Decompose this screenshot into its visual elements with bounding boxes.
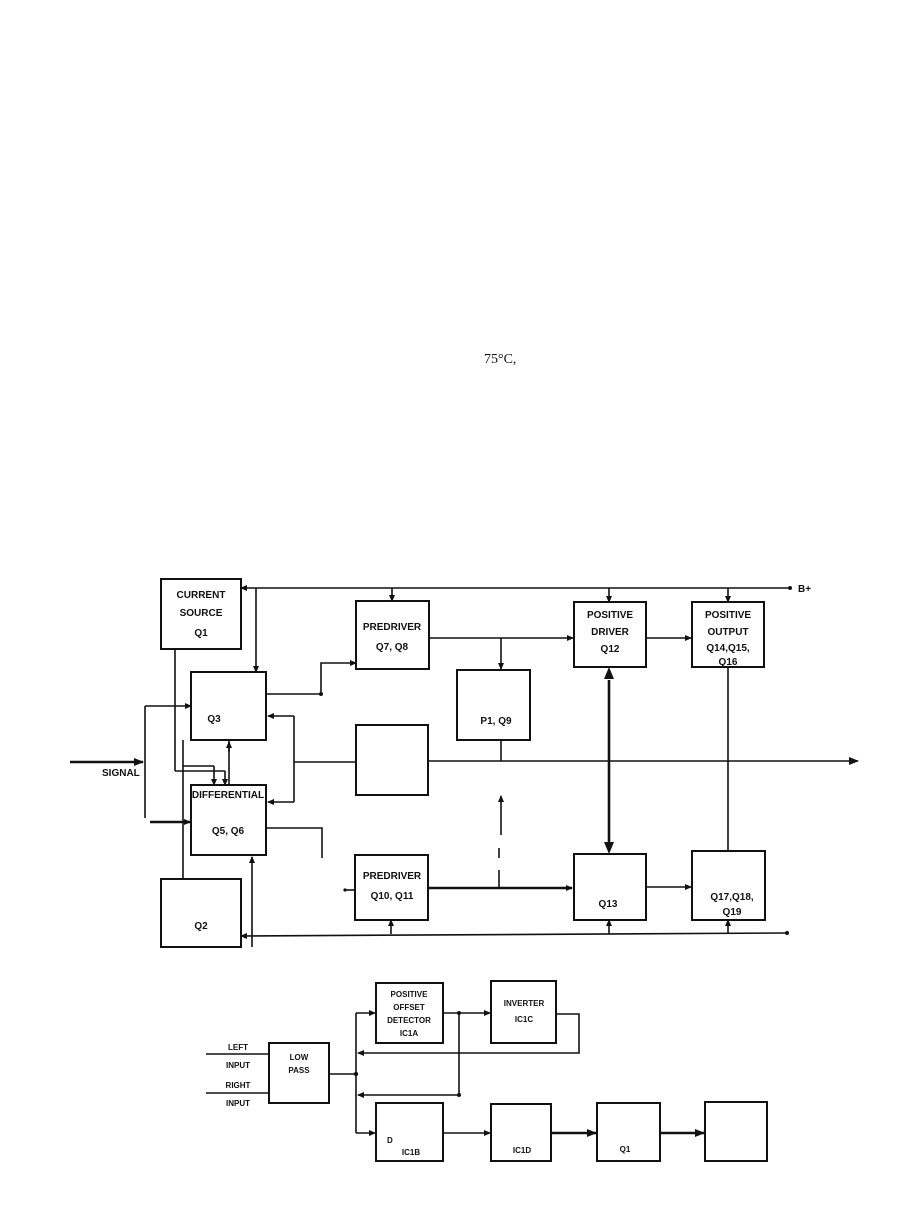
left-input-label-1: LEFT [228, 1043, 248, 1052]
output-stage-box [355, 724, 429, 796]
predriver-bottom-label-1: PREDRIVER [363, 871, 422, 882]
ic1b-label-2: IC1B [402, 1148, 420, 1157]
ic1b-box [375, 1102, 444, 1162]
q13-label: Q13 [599, 899, 618, 910]
low-pass-box [268, 1042, 330, 1104]
left-input-label-2: INPUT [226, 1061, 250, 1070]
relay-box [704, 1101, 768, 1162]
positive-output-label-2: OUTPUT [707, 627, 748, 638]
low-pass-label-2: PASS [288, 1066, 310, 1075]
predriver-top-box [355, 600, 430, 670]
q2-box [160, 878, 242, 948]
low-pass-label-1: LOW [290, 1053, 309, 1062]
right-input-label-2: INPUT [226, 1099, 250, 1108]
current-source-label-3: Q1 [194, 628, 208, 639]
predriver-bottom-box [354, 854, 429, 921]
b-plus-label: B+ [798, 584, 811, 595]
offset-detector-label-3: DETECTOR [387, 1016, 431, 1025]
current-source-label-1: CURRENT [177, 590, 226, 601]
positive-output-label-3: Q14,Q15, [706, 643, 750, 654]
positive-driver-label-1: POSITIVE [587, 610, 633, 621]
q2-label: Q2 [194, 921, 208, 932]
ic1d-label: IC1D [513, 1146, 531, 1155]
offset-detector-label-1: POSITIVE [391, 990, 429, 999]
positive-output-label-1: POSITIVE [705, 610, 751, 621]
inverter-box [490, 980, 557, 1044]
signal-label: SIGNAL [102, 768, 140, 779]
negative-output-label-2: Q19 [723, 907, 742, 918]
current-source-box [160, 578, 242, 650]
q3-label: Q3 [207, 714, 221, 725]
right-input-label-1: RIGHT [226, 1081, 251, 1090]
positive-driver-label-3: Q12 [601, 644, 620, 655]
p1q9-label: P1, Q9 [480, 716, 512, 727]
q3-box [190, 671, 267, 741]
inverter-label-1: INVERTER [504, 999, 545, 1008]
p1q9-box [456, 669, 531, 741]
differential-label-2: Q5, Q6 [212, 826, 245, 837]
inverter-label-2: IC1C [515, 1015, 533, 1024]
predriver-top-label-1: PREDRIVER [363, 622, 422, 633]
positive-output-label-4: Q16 [719, 657, 738, 668]
q13-box [573, 853, 647, 921]
current-source-label-2: SOURCE [180, 608, 223, 619]
predriver-top-label-2: Q7, Q8 [376, 642, 409, 653]
b-minus-rail [240, 932, 788, 939]
negative-output-label-1: Q17,Q18, [710, 892, 754, 903]
offset-detector-label-4: IC1A [400, 1029, 418, 1038]
temperature-text: 75°C, [484, 352, 517, 367]
positive-driver-label-2: DRIVER [591, 627, 630, 638]
q1-label: Q1 [620, 1145, 631, 1154]
offset-detector-label-2: OFFSET [393, 1003, 425, 1012]
differential-label-1: DIFFERENTIAL [192, 790, 264, 801]
predriver-bottom-label-2: Q10, Q11 [371, 891, 414, 902]
ic1b-label-1: D [387, 1136, 393, 1145]
